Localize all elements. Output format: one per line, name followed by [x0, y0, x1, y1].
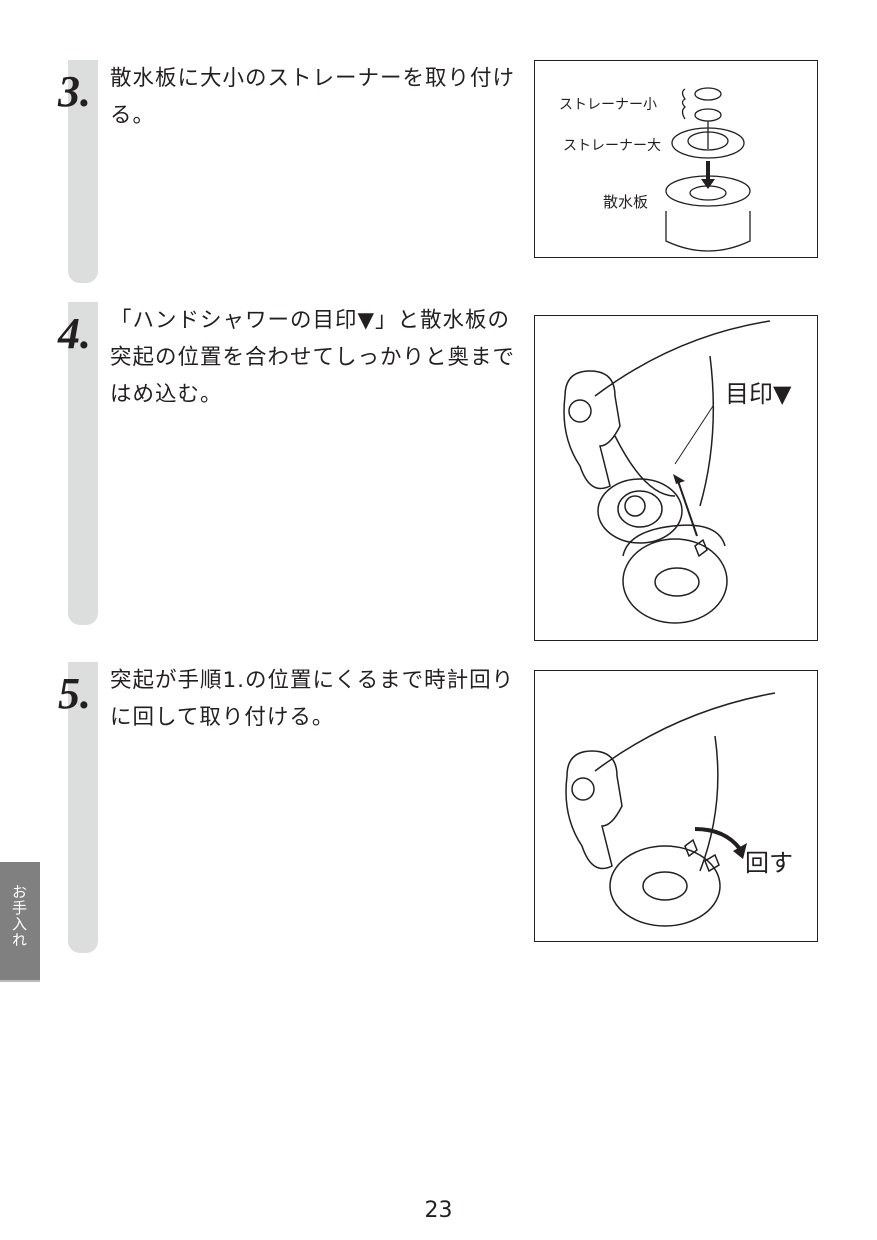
rotate-label: 回す: [745, 849, 793, 877]
step-4-text: 「ハンドシャワーの目印▼」と散水板の突起の位置を合わせてしっかりと奥まではめ込む…: [110, 308, 516, 407]
step-4-figure: 目印▼: [534, 315, 818, 641]
step-3-number: 3.: [58, 67, 91, 116]
hand-shower-alignment-illustration: [563, 320, 771, 624]
step-5-number: 5.: [58, 669, 91, 718]
step-5-figure: 回す: [534, 670, 818, 942]
page-number: 23: [424, 1198, 453, 1223]
step-3-bar: [68, 60, 98, 283]
step-4-bar: [68, 302, 98, 625]
large-strainer-label: ストレーナー大: [563, 138, 661, 154]
strainer-assembly-illustration: [665, 87, 751, 252]
step-3-figure: ストレーナー小 ストレーナー大 散水板: [534, 60, 818, 258]
mark-label: 目印▼: [725, 380, 792, 408]
hand-shower-rotate-illustration: [565, 692, 776, 927]
step-5-text: 突起が手順1.の位置にくるまで時計回りに回して取り付ける。: [110, 668, 515, 730]
step-4-number: 4.: [58, 309, 91, 358]
section-side-tab[interactable]: お手入れ: [0, 862, 40, 982]
step-3-text: 散水板に大小のストレーナーを取り付ける。: [110, 66, 516, 128]
small-strainer-label: ストレーナー小: [559, 97, 657, 113]
spray-plate-label: 散水板: [603, 193, 649, 211]
step-5-bar: [68, 662, 98, 953]
section-side-tab-label: お手入れ: [10, 884, 28, 948]
